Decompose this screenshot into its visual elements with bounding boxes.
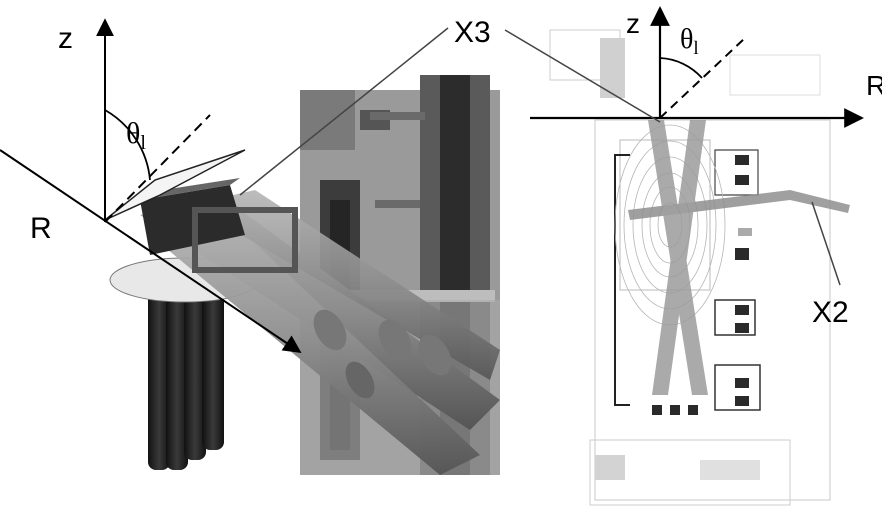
right-r-axis-label: R bbox=[866, 70, 882, 101]
left-render-panel: z R θl bbox=[0, 18, 500, 475]
right-angle-arc bbox=[659, 57, 703, 79]
beam-tubes bbox=[140, 190, 500, 475]
theta-subscript: l bbox=[140, 132, 146, 154]
support-pillars bbox=[148, 285, 224, 470]
angle-dashed-line bbox=[104, 114, 211, 223]
beam-fan bbox=[104, 149, 246, 221]
right-schematic-panel: z R θl bbox=[530, 6, 882, 506]
lower-structure bbox=[589, 439, 791, 506]
x3-leader-left bbox=[239, 27, 449, 196]
collimator-frame bbox=[192, 207, 298, 273]
r-axis bbox=[0, 149, 302, 354]
angle-label: θl bbox=[126, 117, 146, 154]
right-angle-label: θl bbox=[680, 24, 699, 59]
x2-label: X2 bbox=[812, 296, 849, 329]
right-theta-subscript: l bbox=[693, 38, 698, 59]
theta-symbol: θ bbox=[126, 117, 140, 150]
crossing-beams bbox=[628, 120, 850, 395]
x3-label: X3 bbox=[454, 16, 491, 49]
x3-leader-right bbox=[504, 29, 661, 123]
right-angle-dashed-line bbox=[659, 37, 746, 119]
right-z-axis-label: z bbox=[626, 8, 640, 39]
right-theta-symbol: θ bbox=[680, 24, 693, 55]
x2-leader bbox=[811, 201, 841, 286]
r-axis-label: R bbox=[30, 212, 52, 245]
detector-modules bbox=[652, 155, 749, 415]
schematic-outline bbox=[549, 29, 831, 501]
callouts: X3 X2 bbox=[239, 16, 849, 329]
angle-arc bbox=[104, 109, 151, 181]
z-axis-label: z bbox=[58, 22, 73, 55]
